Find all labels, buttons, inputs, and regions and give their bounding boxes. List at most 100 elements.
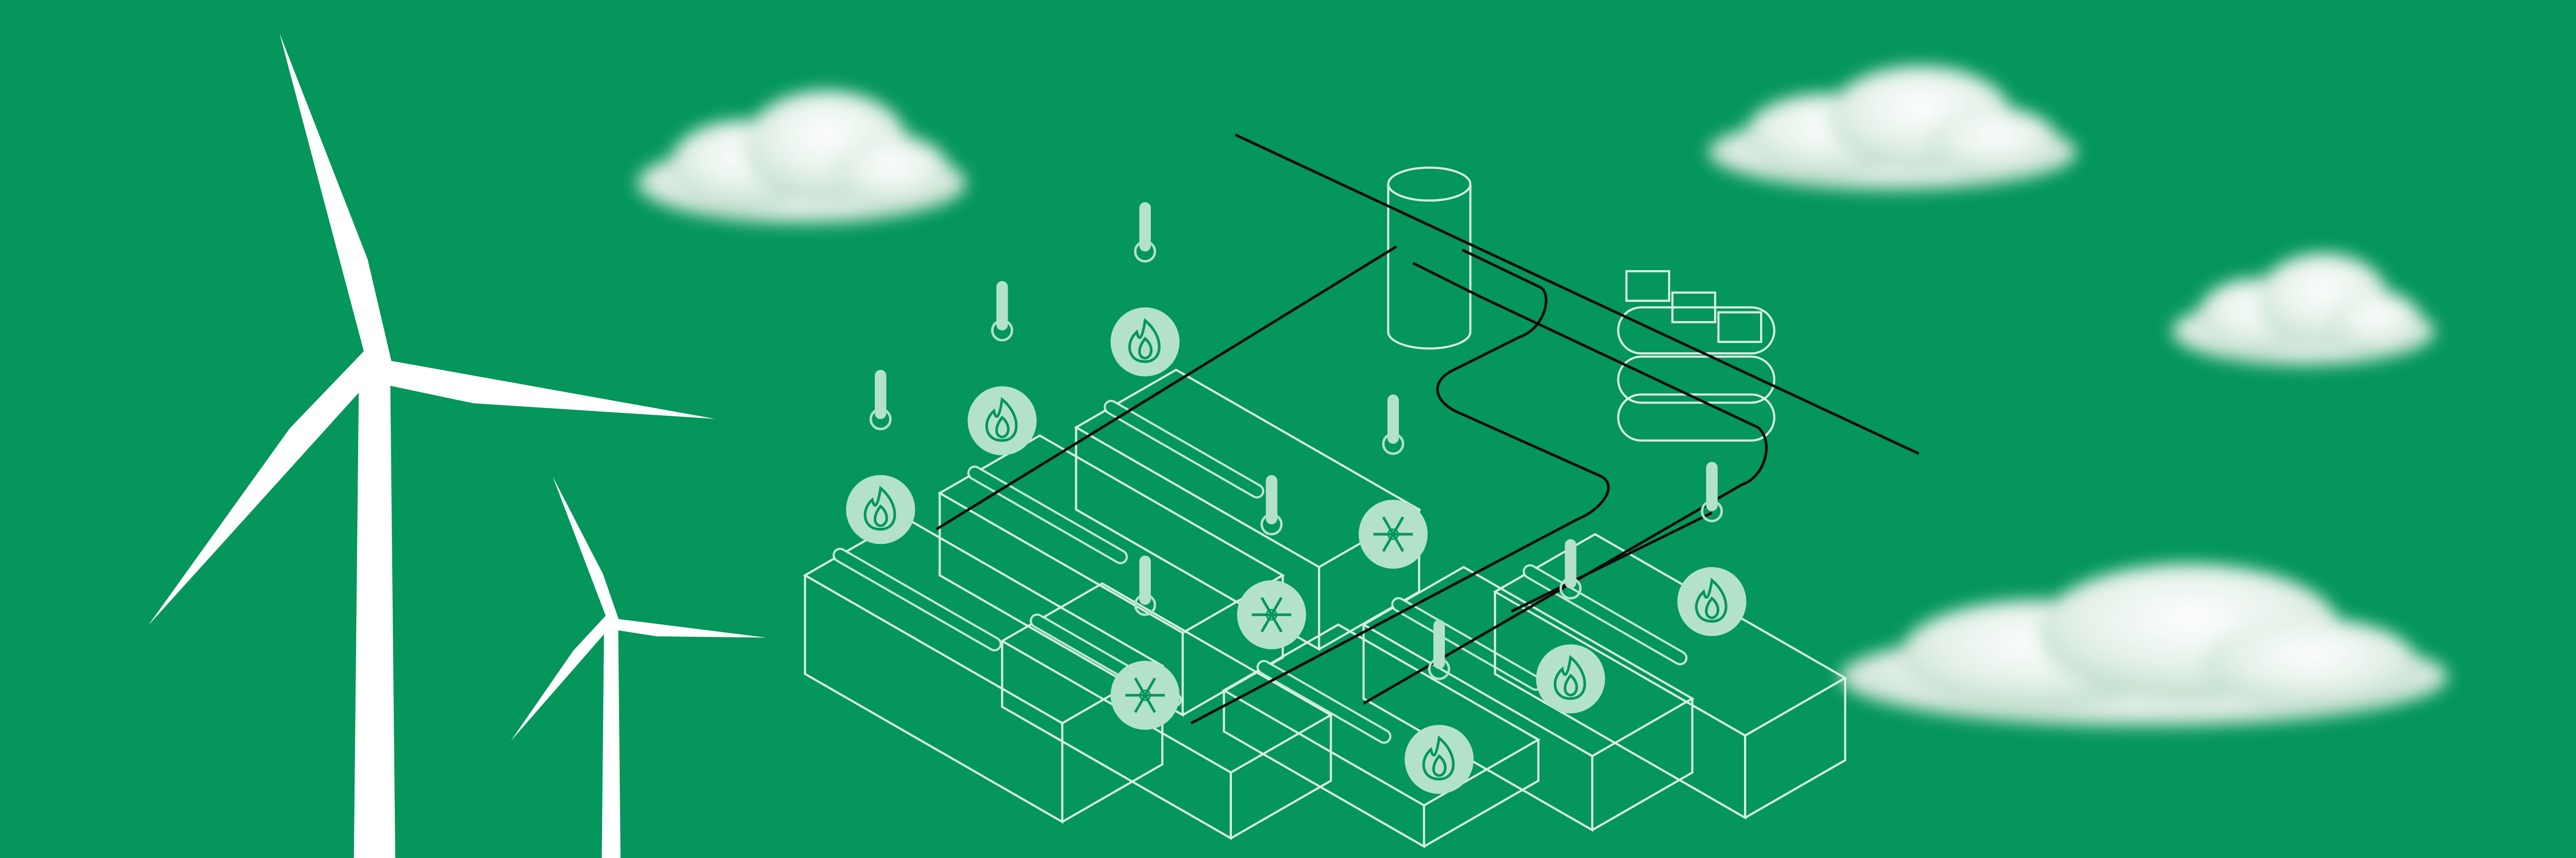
thermometer-icon <box>991 281 1013 342</box>
block-front <box>1001 641 1232 840</box>
icon-badge <box>1405 725 1474 794</box>
turbine-blade <box>148 353 380 626</box>
snowflake-center <box>1139 689 1151 701</box>
flame-glyph <box>1422 735 1455 781</box>
flame-glyph <box>985 397 1018 442</box>
icon-badge <box>846 475 915 544</box>
flame-icon <box>1677 567 1747 636</box>
thermometer-icon <box>1559 539 1582 600</box>
thermometer-stem <box>1433 619 1445 669</box>
thermometer-stem <box>1565 539 1577 589</box>
flame-icon <box>1110 307 1180 377</box>
equipment-block <box>1222 623 1541 849</box>
thermometer-icon <box>1701 462 1723 523</box>
thermometer-stem <box>996 281 1008 331</box>
cloud-puff <box>2330 290 2422 353</box>
cloud-puff <box>835 134 950 209</box>
block-front <box>938 493 1184 717</box>
wind-turbine-large <box>148 33 716 858</box>
flame-glyph <box>1553 654 1586 700</box>
block-front <box>1494 591 1747 820</box>
coil-inner <box>1105 402 1262 496</box>
turbine-blade <box>279 33 391 367</box>
snowflake-center <box>1266 609 1277 621</box>
unit-box <box>1671 291 1717 323</box>
thermometer-icon <box>1260 475 1283 536</box>
thermometer-bulb <box>1134 240 1156 263</box>
cylinder <box>1617 355 1776 404</box>
pipe <box>935 245 1397 531</box>
turbine-tower <box>601 621 621 858</box>
pipe <box>1235 133 1920 455</box>
thermometer-stem <box>1139 202 1151 252</box>
snowflake-icon <box>1110 661 1180 730</box>
thermometer-stem <box>1139 555 1151 605</box>
cylinder <box>1617 393 1776 442</box>
block-side <box>1230 715 1332 839</box>
snowflake-icon <box>1237 580 1306 649</box>
thermometer-bulb <box>991 319 1013 342</box>
snowflake-center <box>1387 528 1399 540</box>
turbine-blade <box>511 616 614 741</box>
thermometer-bulb <box>1134 594 1156 616</box>
cloud <box>1840 564 2448 727</box>
block-front <box>1223 690 1425 849</box>
thermometer-bulb <box>869 408 892 430</box>
block-front <box>1362 625 1594 832</box>
snowflake-icon <box>1359 500 1428 569</box>
snowflake-arm <box>1260 597 1283 633</box>
flame-glyph <box>863 486 897 531</box>
thermometer-icon <box>1382 394 1405 455</box>
thermometer-icon <box>869 369 892 430</box>
equipment-block <box>1074 368 1422 651</box>
snowflake-arm <box>1382 516 1405 552</box>
heat-icons <box>846 202 1747 794</box>
pipe <box>1510 511 1713 613</box>
flame-icon <box>846 475 915 544</box>
flame-glyph <box>1128 318 1161 363</box>
cloud <box>1708 66 2077 190</box>
flame-icon <box>1536 644 1606 713</box>
flame-glyph <box>1695 578 1727 623</box>
turbine-hub <box>357 347 392 382</box>
unit-box <box>1625 270 1671 302</box>
cloud-puff <box>2204 618 2418 709</box>
coil-inner <box>1258 662 1390 742</box>
coil-inner <box>835 550 1000 649</box>
thermometer-stem <box>874 369 887 419</box>
cloud-puff <box>1929 107 2058 177</box>
thermometer-icon <box>1428 619 1451 680</box>
coil-inner <box>969 467 1126 563</box>
thermometer-stem <box>1706 462 1718 511</box>
thermometer-icon <box>1134 202 1156 263</box>
icon-badge <box>967 386 1037 456</box>
thermometer-stem <box>1387 394 1399 444</box>
block-front <box>1075 427 1320 651</box>
turbine-tower <box>353 365 395 858</box>
icon-badge <box>1677 567 1747 636</box>
cylinder <box>1617 306 1776 355</box>
thermometer-bulb <box>1701 500 1723 523</box>
cloud <box>637 90 966 224</box>
tank-body <box>1387 184 1472 350</box>
turbine-blade <box>610 618 767 638</box>
block-side <box>1423 739 1540 848</box>
icon-badge <box>1110 307 1180 377</box>
thermometer-bulb <box>1260 513 1283 536</box>
thermometer-icon <box>1134 555 1156 616</box>
pipe <box>1363 261 1768 705</box>
turbine-blade <box>372 358 716 419</box>
wind-turbine-small <box>511 476 767 858</box>
pipe <box>1190 248 1610 725</box>
thermometer-bulb <box>1428 658 1451 680</box>
icon-badge <box>1536 644 1606 713</box>
heat-pump-unit <box>1617 270 1776 442</box>
block-front <box>804 575 1063 824</box>
turbine-blade <box>552 476 619 623</box>
wind-turbines <box>148 33 767 858</box>
coil-inner <box>1524 566 1686 663</box>
cloud <box>2171 253 2435 366</box>
block-side <box>1745 678 1846 819</box>
block-side <box>1592 698 1693 831</box>
